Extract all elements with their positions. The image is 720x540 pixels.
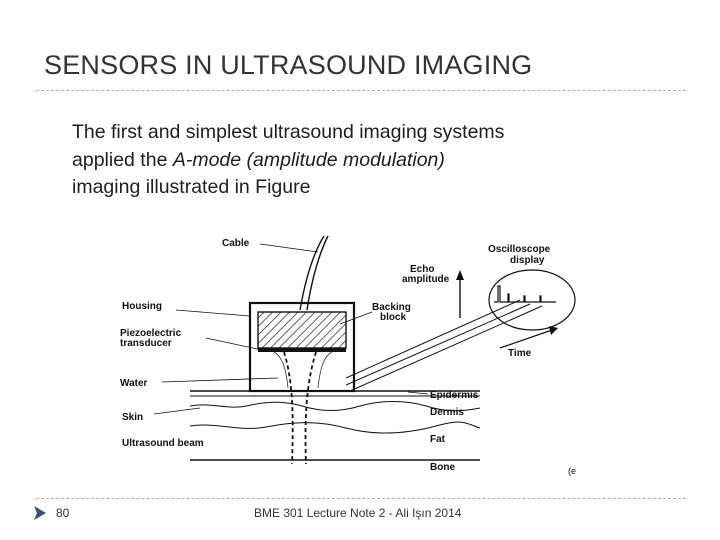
echo-ray-2 xyxy=(345,303,531,386)
echo-ray-1 xyxy=(345,299,521,379)
body-line-2-prefix: applied the xyxy=(72,148,173,171)
leader-skin xyxy=(153,407,201,415)
body-line-2-italic: A-mode (amplitude modulation) xyxy=(172,148,445,171)
water-curve-right xyxy=(317,351,333,389)
oscilloscope-display xyxy=(488,269,576,331)
label-epidermis: Epidermis xyxy=(430,390,479,401)
label-cable: Cable xyxy=(222,238,250,249)
echo-ray-3 xyxy=(349,305,543,392)
label-skin: Skin xyxy=(122,412,143,423)
time-axis-arrowhead xyxy=(549,326,558,335)
label-bone: Bone xyxy=(430,462,455,473)
leader-backing xyxy=(339,311,373,325)
leader-cable xyxy=(259,243,319,253)
water-curve-left xyxy=(273,351,289,389)
piezo-transducer xyxy=(258,348,346,352)
a-mode-trace xyxy=(494,285,556,303)
leader-epidermis xyxy=(407,391,429,395)
slide-title: SENSORS IN ULTRASOUND IMAGING xyxy=(44,50,533,80)
beam-left-edge xyxy=(283,351,294,465)
body-line-1: The first and simplest ultrasound imagin… xyxy=(72,121,505,143)
label-piezoelectric: Piezoelectric xyxy=(120,328,182,339)
fat-line xyxy=(189,421,481,434)
a-mode-diagram: Cable Housing Piezoelectric transducer W… xyxy=(110,228,590,485)
beam-right-edge xyxy=(304,351,317,465)
time-axis xyxy=(499,329,553,349)
leader-housing xyxy=(175,309,251,317)
a-mode-diagram-svg: Cable Housing Piezoelectric transducer W… xyxy=(120,235,576,476)
footer-divider xyxy=(36,498,686,499)
slide-body-text: The first and simplest ultrasound imagin… xyxy=(72,119,672,202)
label-time: Time xyxy=(508,348,532,359)
backing-block xyxy=(257,311,347,349)
label-backing: Backing xyxy=(372,302,411,313)
label-block: block xyxy=(380,312,407,323)
label-dermis: Dermis xyxy=(430,407,464,418)
leader-piezo xyxy=(205,337,263,351)
label-echo: Echo xyxy=(410,264,434,275)
footer-text: BME 301 Lecture Note 2 - Ali Işın 2014 xyxy=(254,506,462,520)
echo-axis-arrowhead xyxy=(456,270,464,280)
title-divider xyxy=(36,90,686,91)
body-line-3: imaging illustrated in Figure xyxy=(72,176,311,199)
label-ultrasound-beam: Ultrasound beam xyxy=(122,438,204,449)
label-fat: Fat xyxy=(430,434,446,445)
label-housing: Housing xyxy=(122,301,162,312)
leader-water xyxy=(161,377,279,383)
label-display: display xyxy=(510,255,545,266)
bullet-arrow-icon xyxy=(34,506,46,520)
cable-line-b xyxy=(306,235,329,311)
label-amplitude: amplitude xyxy=(402,274,450,285)
label-transducer: transducer xyxy=(120,338,172,349)
label-oscilloscope: Oscilloscope xyxy=(488,244,551,255)
label-water: Water xyxy=(120,378,148,389)
dermis-line xyxy=(189,401,481,412)
page-number: 80 xyxy=(56,506,70,520)
label-figure-corner: (e xyxy=(568,466,576,476)
cable-line-a xyxy=(299,235,325,311)
